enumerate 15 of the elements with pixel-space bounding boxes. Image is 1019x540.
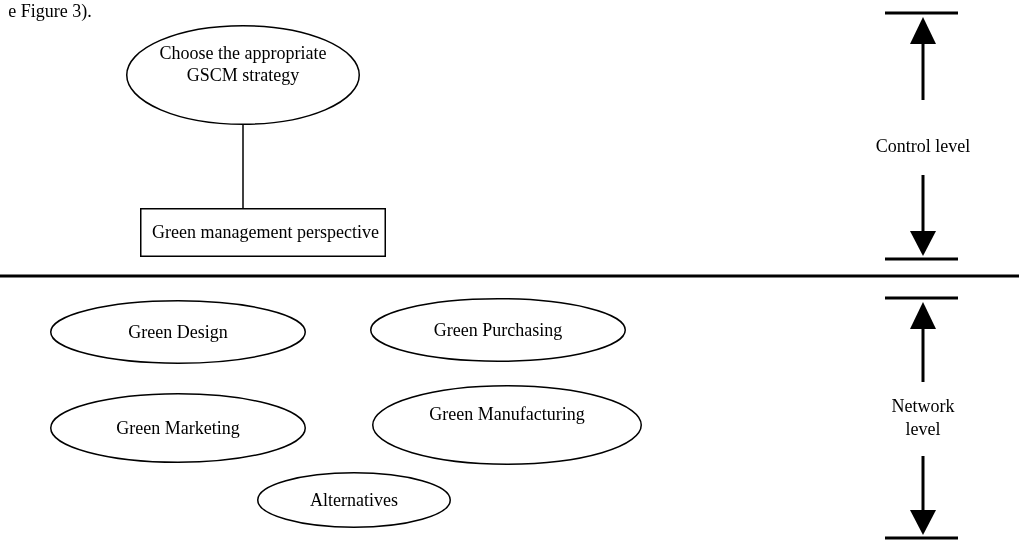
ellipse-node bbox=[126, 25, 360, 125]
ellipse-node bbox=[50, 300, 306, 364]
node-text: Alternatives bbox=[310, 488, 398, 512]
node-text: Choose the appropriate GSCM strategy bbox=[158, 41, 328, 87]
node-text: Green management perspective bbox=[152, 221, 379, 244]
ellipse-node bbox=[50, 393, 306, 463]
connector-line bbox=[242, 124, 244, 209]
node-text: Green Manufacturing bbox=[429, 402, 585, 426]
node-text: Green Design bbox=[128, 320, 228, 344]
process-box bbox=[140, 208, 386, 257]
ellipse-node bbox=[370, 298, 626, 362]
ellipse-node bbox=[372, 385, 642, 465]
node-text: Green Purchasing bbox=[433, 318, 563, 342]
ellipse-node bbox=[257, 472, 451, 528]
node-text: Green Marketing bbox=[116, 416, 240, 440]
